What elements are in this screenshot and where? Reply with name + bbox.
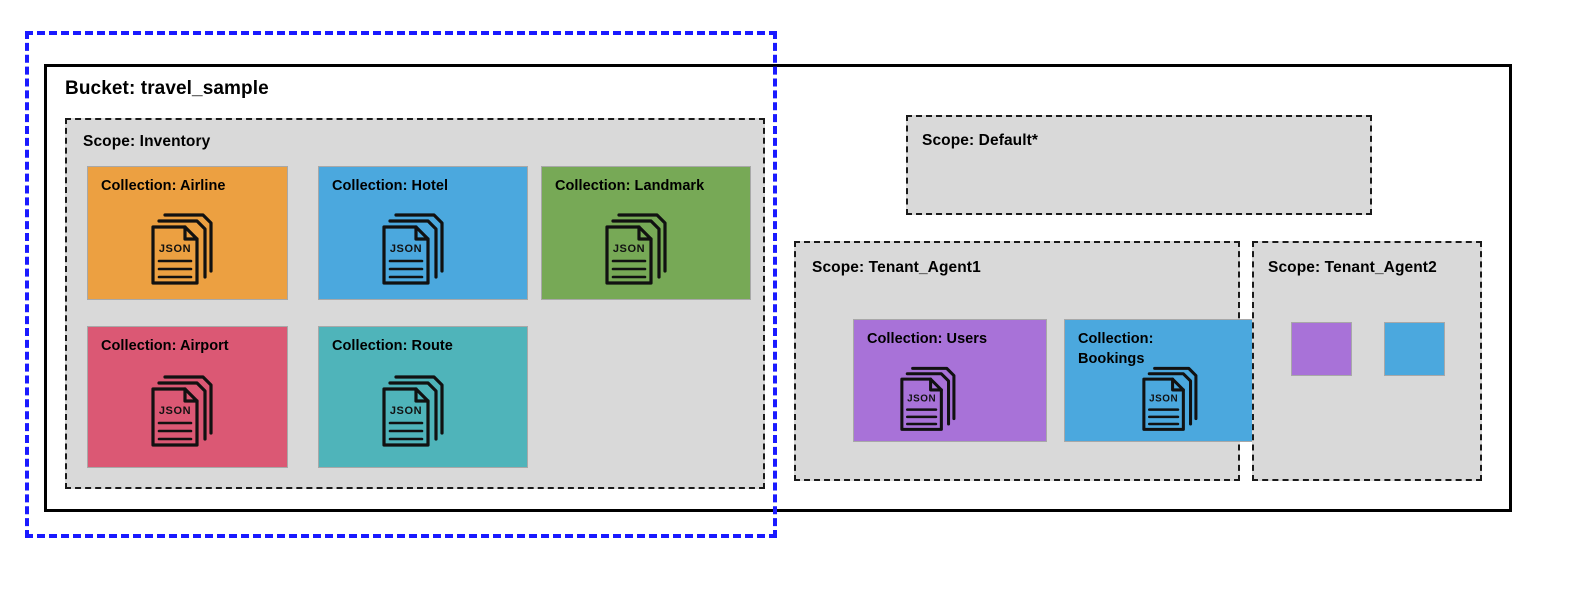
- scope-inventory-label: Scope: Inventory: [83, 133, 211, 150]
- svg-text:JSON: JSON: [159, 405, 191, 417]
- collection-card-users-label: Collection: Users: [867, 331, 988, 347]
- scope-default: Scope: Default*: [906, 115, 1372, 215]
- scope-tenant1-label: Scope: Tenant_Agent1: [812, 259, 981, 276]
- json-documents-icon: JSON: [891, 363, 963, 433]
- collection-card-landmark-label: Collection: Landmark: [555, 178, 705, 194]
- collection-card-landmark[interactable]: Collection: Landmark JSON: [541, 166, 751, 300]
- json-documents-icon: JSON: [372, 209, 452, 287]
- collection-card-route[interactable]: Collection: Route JSON: [318, 326, 528, 468]
- json-documents-icon: JSON: [1133, 363, 1205, 433]
- collection-swatch-blue[interactable]: [1384, 322, 1445, 376]
- svg-text:JSON: JSON: [907, 394, 936, 405]
- collection-card-users[interactable]: Collection: Users JSON: [853, 319, 1047, 442]
- scope-default-label: Scope: Default*: [922, 132, 1039, 149]
- scope-tenant1: Scope: Tenant_Agent1 Collection: Users J…: [794, 241, 1258, 481]
- scope-tenant2: Scope: Tenant_Agent2: [1252, 241, 1482, 481]
- collection-card-airline[interactable]: Collection: Airline JSON: [87, 166, 288, 300]
- collection-card-airport[interactable]: Collection: Airport JSON: [87, 326, 288, 468]
- svg-text:JSON: JSON: [159, 243, 191, 255]
- json-documents-icon: JSON: [595, 209, 675, 287]
- svg-text:JSON: JSON: [613, 243, 645, 255]
- bucket-title: Bucket: travel_sample: [65, 78, 269, 99]
- scope-tenant2-label: Scope: Tenant_Agent2: [1268, 259, 1437, 276]
- collection-card-airport-label: Collection: Airport: [101, 338, 229, 354]
- svg-text:JSON: JSON: [390, 405, 422, 417]
- collection-card-bookings[interactable]: Collection: Bookings JSON: [1064, 319, 1258, 442]
- collection-card-route-label: Collection: Route: [332, 338, 453, 354]
- svg-text:JSON: JSON: [1149, 394, 1178, 405]
- json-documents-icon: JSON: [141, 209, 221, 287]
- collection-card-bookings-label: Collection: Bookings: [1078, 331, 1154, 367]
- collection-swatch-purple[interactable]: [1291, 322, 1352, 376]
- collection-card-airline-label: Collection: Airline: [101, 178, 226, 194]
- collection-card-hotel[interactable]: Collection: Hotel JSON: [318, 166, 528, 300]
- svg-text:JSON: JSON: [390, 243, 422, 255]
- bucket-container: Bucket: travel_sample Scope: Inventory C…: [44, 64, 1512, 512]
- scope-inventory: Scope: Inventory Collection: Airline JSO…: [65, 118, 765, 489]
- collection-card-hotel-label: Collection: Hotel: [332, 178, 449, 194]
- json-documents-icon: JSON: [141, 371, 221, 449]
- json-documents-icon: JSON: [372, 371, 452, 449]
